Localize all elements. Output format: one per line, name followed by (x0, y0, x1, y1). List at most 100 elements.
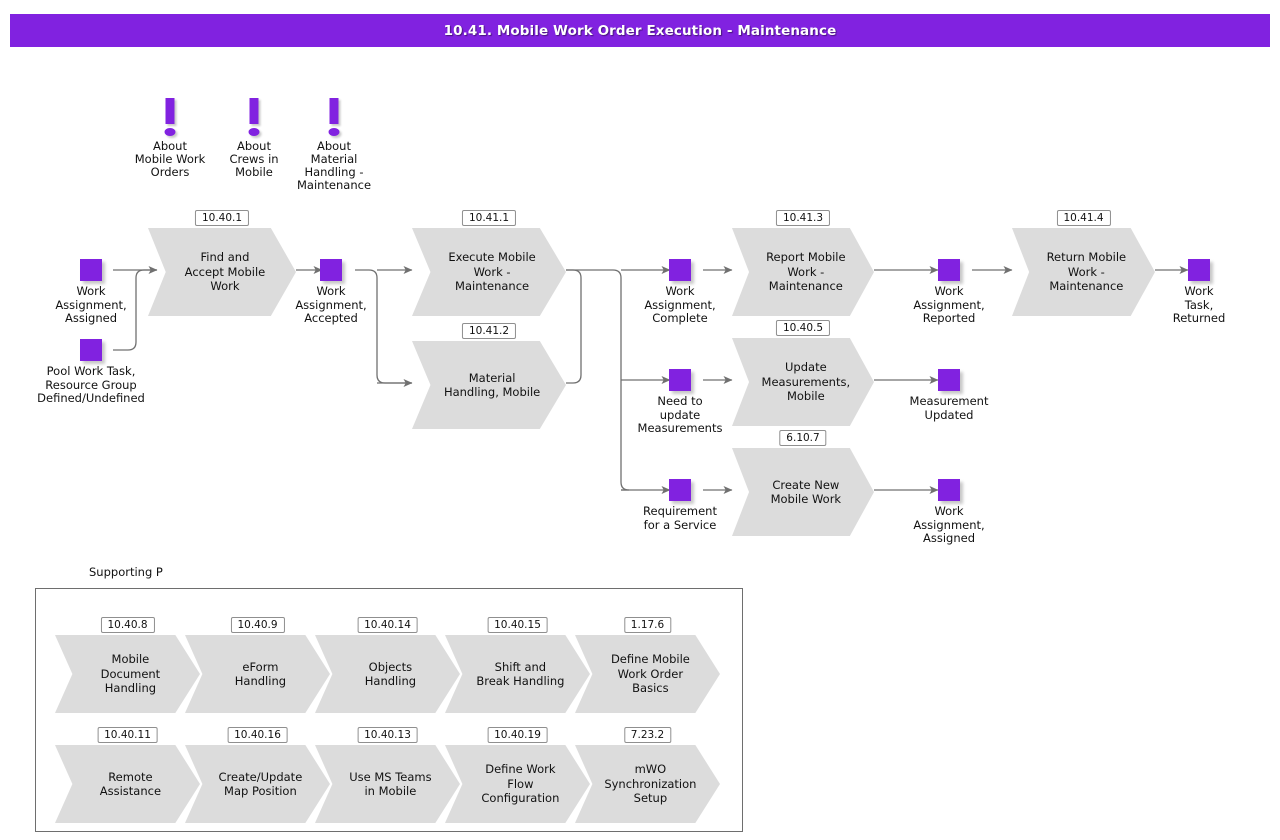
process-label: Create New Mobile Work (770, 477, 842, 507)
support-process-objects-handling[interactable]: 10.40.14 Objects Handling (315, 617, 460, 713)
process-chevron: Find and Accept Mobile Work (148, 228, 296, 316)
process-id-badge: 10.40.9 (230, 617, 285, 633)
exclamation-bar (165, 98, 175, 124)
state-label: Work Assignment, Reported (913, 284, 985, 325)
process-id-badge: 10.41.3 (775, 210, 831, 226)
process-find-and-accept-mobile-work[interactable]: 10.40.1 Find and Accept Mobile Work (148, 210, 296, 316)
process-id-badge: 10.41.2 (461, 323, 517, 339)
state-label: Pool Work Task, Resource Group Defined/U… (37, 364, 145, 405)
process-chevron: Remote Assistance (55, 745, 200, 823)
exclamation-dot (164, 128, 176, 136)
process-id-badge: 10.40.11 (97, 727, 158, 743)
state-node-icon (80, 259, 102, 281)
support-process-mwo-synchronization-setup[interactable]: 7.23.2 mWO Synchronization Setup (575, 727, 720, 823)
process-chevron: Return Mobile Work - Maintenance (1012, 228, 1155, 316)
state-node-icon (938, 369, 960, 391)
state-label: Work Assignment, Complete (644, 284, 716, 325)
state-label: Measurement Updated (909, 394, 989, 422)
support-process-use-ms-teams-in-mobile[interactable]: 10.40.13 Use MS Teams in Mobile (315, 727, 460, 823)
info-marker-label: About Material Handling - Maintenance (296, 139, 372, 192)
process-label: Define Mobile Work Order Basics (610, 652, 690, 696)
process-chevron: eForm Handling (185, 635, 330, 713)
process-label: Use MS Teams in Mobile (349, 769, 432, 799)
process-id-badge: 10.40.19 (487, 727, 548, 743)
support-process-eform-handling[interactable]: 10.40.9 eForm Handling (185, 617, 330, 713)
page-title: 10.41. Mobile Work Order Execution - Mai… (443, 22, 837, 39)
process-id-badge: 10.40.1 (194, 210, 250, 226)
state-label: Work Assignment, Accepted (295, 284, 367, 325)
state-node-icon (669, 259, 691, 281)
state-node-icon (1188, 259, 1210, 281)
process-id-badge: 10.41.4 (1056, 210, 1111, 226)
process-label: Return Mobile Work - Maintenance (1046, 250, 1127, 294)
process-id-badge: 10.40.15 (487, 617, 548, 633)
info-marker-material-handling[interactable]: About Material Handling - Maintenance (279, 98, 389, 192)
page-title-bar: 10.41. Mobile Work Order Execution - Mai… (10, 14, 1270, 47)
process-label: Objects Handling (364, 659, 417, 689)
state-work-assignment-assigned[interactable]: Work Assignment, Assigned (55, 259, 127, 325)
process-chevron: Execute Mobile Work - Maintenance (412, 228, 566, 316)
state-measurement-updated[interactable]: Measurement Updated (910, 369, 988, 421)
state-work-assignment-reported[interactable]: Work Assignment, Reported (913, 259, 985, 325)
process-chevron: Update Measurements, Mobile (732, 338, 874, 426)
process-chevron: Define Work Flow Configuration (445, 745, 590, 823)
process-chevron: Shift and Break Handling (445, 635, 590, 713)
state-label: Work Assignment, Assigned (55, 284, 127, 325)
process-id-badge: 1.17.6 (623, 617, 672, 633)
support-process-mobile-document-handling[interactable]: 10.40.8 Mobile Document Handling (55, 617, 200, 713)
process-id-badge: 10.41.1 (461, 210, 517, 226)
process-chevron: Objects Handling (315, 635, 460, 713)
process-id-badge: 10.40.14 (357, 617, 418, 633)
process-chevron: Define Mobile Work Order Basics (575, 635, 720, 713)
exclamation-dot (328, 128, 340, 136)
state-pool-work-task[interactable]: Pool Work Task, Resource Group Defined/U… (37, 339, 145, 405)
process-chevron: Report Mobile Work - Maintenance (732, 228, 874, 316)
exclamation-icon (115, 98, 225, 140)
process-label: Update Measurements, Mobile (761, 360, 851, 404)
supporting-processes-caption: Supporting P (89, 565, 163, 579)
state-node-icon (669, 369, 691, 391)
info-marker-crews-in-mobile[interactable]: About Crews in Mobile (199, 98, 309, 179)
process-label: Material Handling, Mobile (443, 370, 541, 400)
process-id-badge: 10.40.5 (775, 320, 831, 336)
state-label: Need to update Measurements (637, 394, 723, 435)
process-label: Execute Mobile Work - Maintenance (448, 250, 536, 294)
state-need-to-update-measurements[interactable]: Need to update Measurements (638, 369, 722, 435)
state-work-assignment-assigned-2[interactable]: Work Assignment, Assigned (913, 479, 985, 545)
support-process-shift-and-break-handling[interactable]: 10.40.15 Shift and Break Handling (445, 617, 590, 713)
process-chevron: Material Handling, Mobile (412, 341, 566, 429)
process-label: mWO Synchronization Setup (604, 762, 697, 806)
state-label: Requirement for a Service (643, 504, 717, 532)
state-work-task-returned[interactable]: Work Task, Returned (1173, 259, 1225, 325)
state-requirement-for-a-service[interactable]: Requirement for a Service (643, 479, 717, 531)
process-label: Find and Accept Mobile Work (184, 250, 266, 294)
process-create-new-mobile-work[interactable]: 6.10.7 Create New Mobile Work (732, 430, 874, 536)
state-work-assignment-complete[interactable]: Work Assignment, Complete (644, 259, 716, 325)
process-return-mobile-work-maintenance[interactable]: 10.41.4 Return Mobile Work - Maintenance (1012, 210, 1155, 316)
state-node-icon (80, 339, 102, 361)
process-label: Mobile Document Handling (100, 652, 161, 696)
process-id-badge: 10.40.16 (227, 727, 288, 743)
process-chevron: Mobile Document Handling (55, 635, 200, 713)
state-node-icon (669, 479, 691, 501)
support-process-remote-assistance[interactable]: 10.40.11 Remote Assistance (55, 727, 200, 823)
process-label: Create/Update Map Position (218, 769, 303, 799)
support-process-define-mobile-work-order-basics[interactable]: 1.17.6 Define Mobile Work Order Basics (575, 617, 720, 713)
support-process-define-work-flow-configuration[interactable]: 10.40.19 Define Work Flow Configuration (445, 727, 590, 823)
process-report-mobile-work-maintenance[interactable]: 10.41.3 Report Mobile Work - Maintenance (732, 210, 874, 316)
process-id-badge: 10.40.8 (100, 617, 155, 633)
process-id-badge: 6.10.7 (779, 430, 827, 446)
process-execute-mobile-work-maintenance[interactable]: 10.41.1 Execute Mobile Work - Maintenanc… (412, 210, 566, 316)
process-update-measurements-mobile[interactable]: 10.40.5 Update Measurements, Mobile (732, 320, 874, 426)
exclamation-icon (279, 98, 389, 140)
info-marker-mobile-work-orders[interactable]: About Mobile Work Orders (115, 98, 225, 179)
process-label: Shift and Break Handling (476, 659, 565, 689)
exclamation-dot (248, 128, 260, 136)
state-node-icon (938, 479, 960, 501)
state-node-icon (938, 259, 960, 281)
info-marker-label: About Crews in Mobile (229, 139, 279, 179)
support-process-create-update-map-position[interactable]: 10.40.16 Create/Update Map Position (185, 727, 330, 823)
process-label: Define Work Flow Configuration (481, 762, 560, 806)
state-work-assignment-accepted[interactable]: Work Assignment, Accepted (295, 259, 367, 325)
process-material-handling-mobile[interactable]: 10.41.2 Material Handling, Mobile (412, 323, 566, 429)
